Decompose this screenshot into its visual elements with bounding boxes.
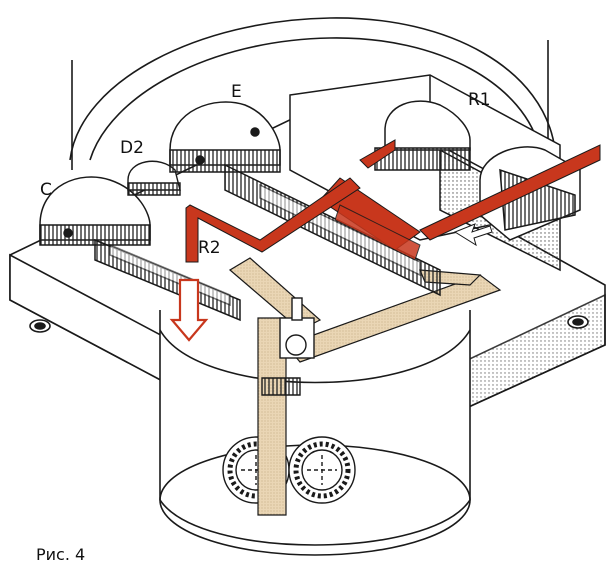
housing-drum [69, 17, 556, 170]
label-d2: D2 [120, 138, 144, 158]
gear-right [288, 436, 356, 504]
valve-c [39, 176, 241, 322]
valve-e [169, 101, 441, 297]
valve-d2 [127, 160, 181, 196]
valve-r1 [374, 100, 471, 171]
label-c: C [40, 180, 52, 200]
check-valve [261, 297, 315, 396]
label-r1: R1 [468, 90, 491, 110]
label-e: E [231, 82, 242, 102]
pressure-channels [169, 139, 601, 342]
figure-caption: Рис. 4 [36, 545, 86, 564]
label-r2: R2 [198, 238, 221, 258]
